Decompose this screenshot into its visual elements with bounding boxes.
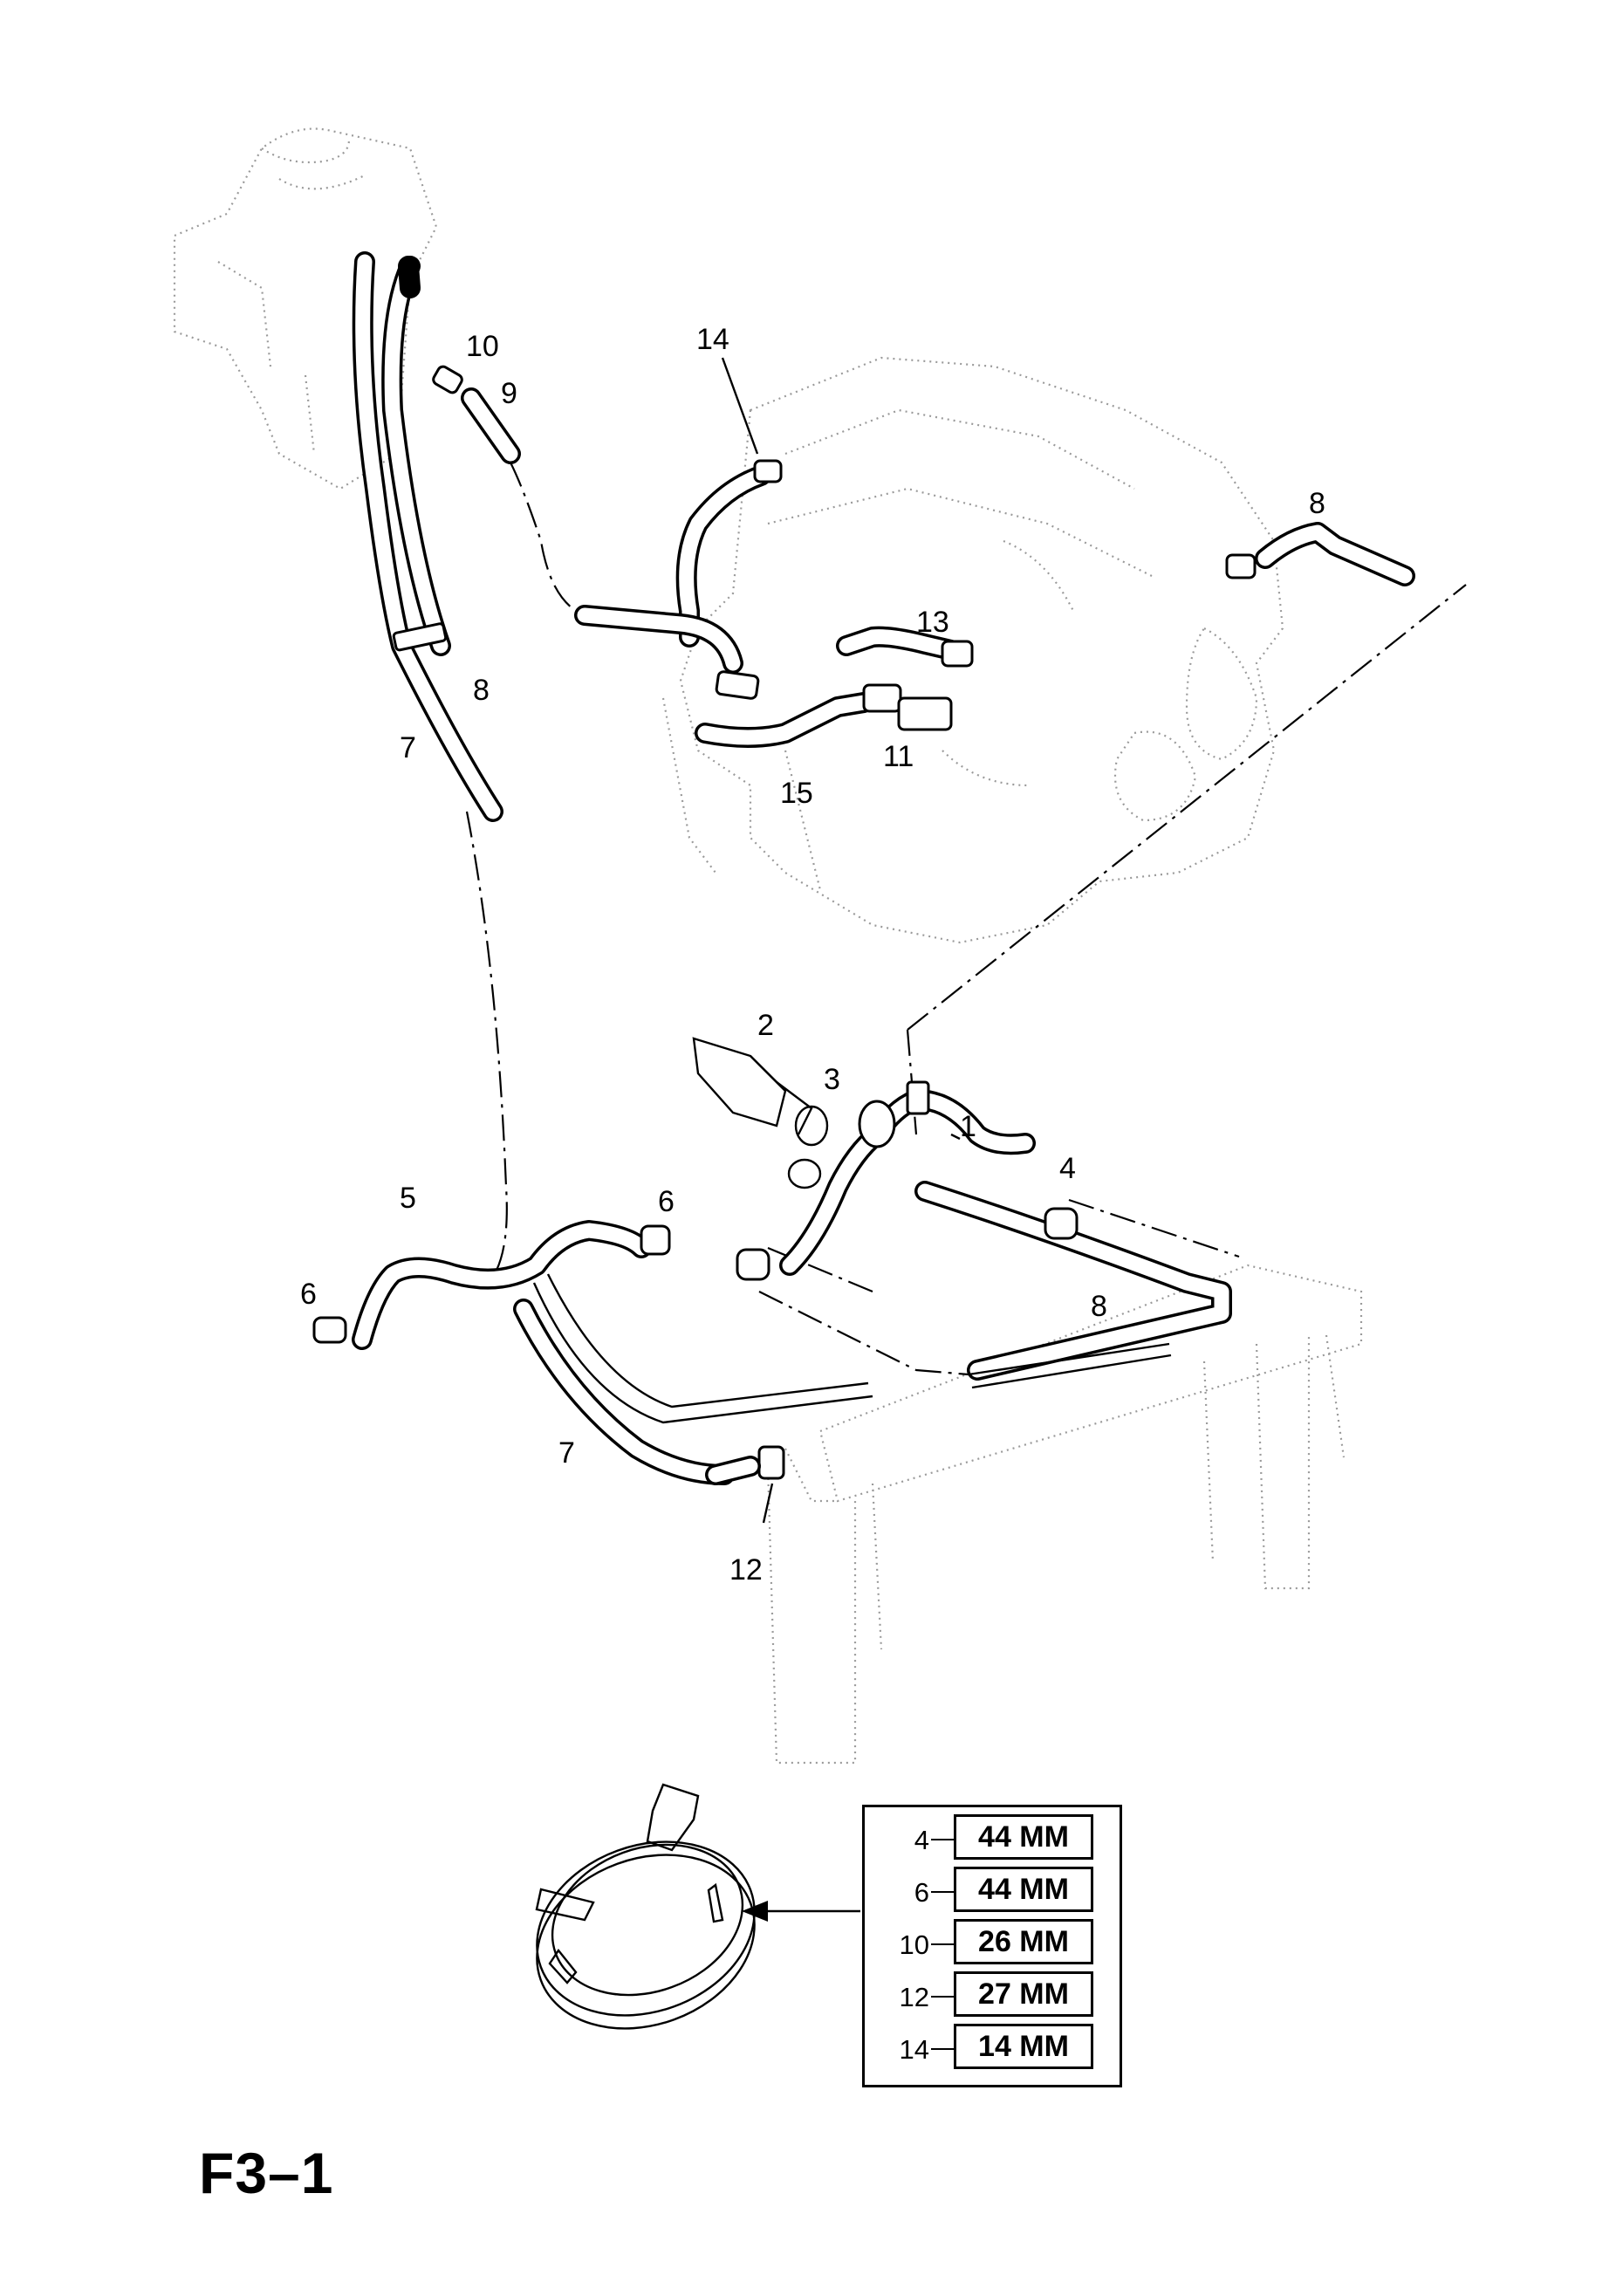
pipe-1 bbox=[736, 1080, 1232, 1381]
hose-7-8-upper bbox=[352, 251, 503, 822]
size-ref: 6 bbox=[914, 1877, 929, 1908]
callout-14: 14 bbox=[696, 323, 729, 356]
size-row: 12 27 MM bbox=[865, 1968, 1120, 2020]
size-tick bbox=[931, 1996, 954, 1998]
size-value: 27 MM bbox=[954, 1971, 1093, 2017]
expansion-tank-ghost bbox=[173, 127, 438, 490]
size-value: 44 MM bbox=[954, 1867, 1093, 1912]
callout-6-right: 6 bbox=[658, 1185, 675, 1218]
engine-block-ghost bbox=[661, 356, 1284, 944]
figure-code: F3–1 bbox=[199, 2141, 334, 2205]
size-ref: 4 bbox=[914, 1825, 929, 1855]
size-ref: 10 bbox=[899, 1929, 929, 1960]
callout-6-left: 6 bbox=[300, 1278, 317, 1311]
callout-7-upper: 7 bbox=[400, 731, 416, 764]
callout-7-lower: 7 bbox=[558, 1436, 575, 1470]
leader-lines bbox=[721, 357, 961, 1524]
size-ref: 12 bbox=[899, 1982, 929, 2012]
callout-4: 4 bbox=[1059, 1152, 1076, 1185]
size-value: 26 MM bbox=[954, 1919, 1093, 1964]
callout-9: 9 bbox=[501, 377, 517, 410]
callout-10: 10 bbox=[466, 330, 499, 363]
size-row: 10 26 MM bbox=[865, 1916, 1120, 1968]
hose-5 bbox=[312, 1220, 671, 1350]
hose-14-15 bbox=[574, 459, 974, 748]
callout-8-right: 8 bbox=[1309, 487, 1325, 520]
size-row: 4 44 MM bbox=[865, 1811, 1120, 1863]
connection-lines bbox=[465, 462, 1467, 1376]
callout-1: 1 bbox=[960, 1110, 976, 1143]
size-ref: 14 bbox=[899, 2034, 929, 2065]
callout-12: 12 bbox=[729, 1553, 763, 1587]
callout-labels: 1 2 3 4 5 6 6 7 7 8 8 8 9 10 11 12 13 14… bbox=[300, 323, 1325, 1587]
callout-2: 2 bbox=[757, 1009, 774, 1042]
hose-7-lower bbox=[513, 1273, 873, 1485]
callout-8-upper: 8 bbox=[473, 674, 490, 707]
callout-15: 15 bbox=[780, 777, 813, 810]
size-tick bbox=[931, 1839, 954, 1840]
callout-3: 3 bbox=[824, 1063, 840, 1096]
radiator-frame-ghost bbox=[766, 1264, 1363, 1765]
hose-8-lower bbox=[968, 1342, 1172, 1389]
size-value: 44 MM bbox=[954, 1814, 1093, 1860]
size-tick bbox=[931, 1891, 954, 1893]
clamp-size-table: 4 44 MM 6 44 MM 10 26 MM 12 27 MM 14 14 … bbox=[862, 1805, 1122, 2087]
hose-8-upper-right bbox=[1225, 522, 1415, 586]
size-row: 6 44 MM bbox=[865, 1863, 1120, 1916]
callout-13: 13 bbox=[916, 606, 949, 639]
clamp-12 bbox=[705, 1445, 785, 1485]
size-tick bbox=[931, 2048, 954, 2050]
size-row: 14 14 MM bbox=[865, 2020, 1120, 2073]
clamp-detail bbox=[535, 1783, 860, 2030]
arrow-head-icon bbox=[742, 1901, 768, 1922]
callout-11: 11 bbox=[883, 740, 914, 773]
hose-9 bbox=[432, 365, 521, 464]
size-value: 14 MM bbox=[954, 2024, 1093, 2069]
callout-8-lower: 8 bbox=[1091, 1290, 1107, 1323]
sensor-2 bbox=[692, 1037, 829, 1189]
size-tick bbox=[931, 1943, 954, 1945]
callout-5: 5 bbox=[400, 1182, 416, 1215]
